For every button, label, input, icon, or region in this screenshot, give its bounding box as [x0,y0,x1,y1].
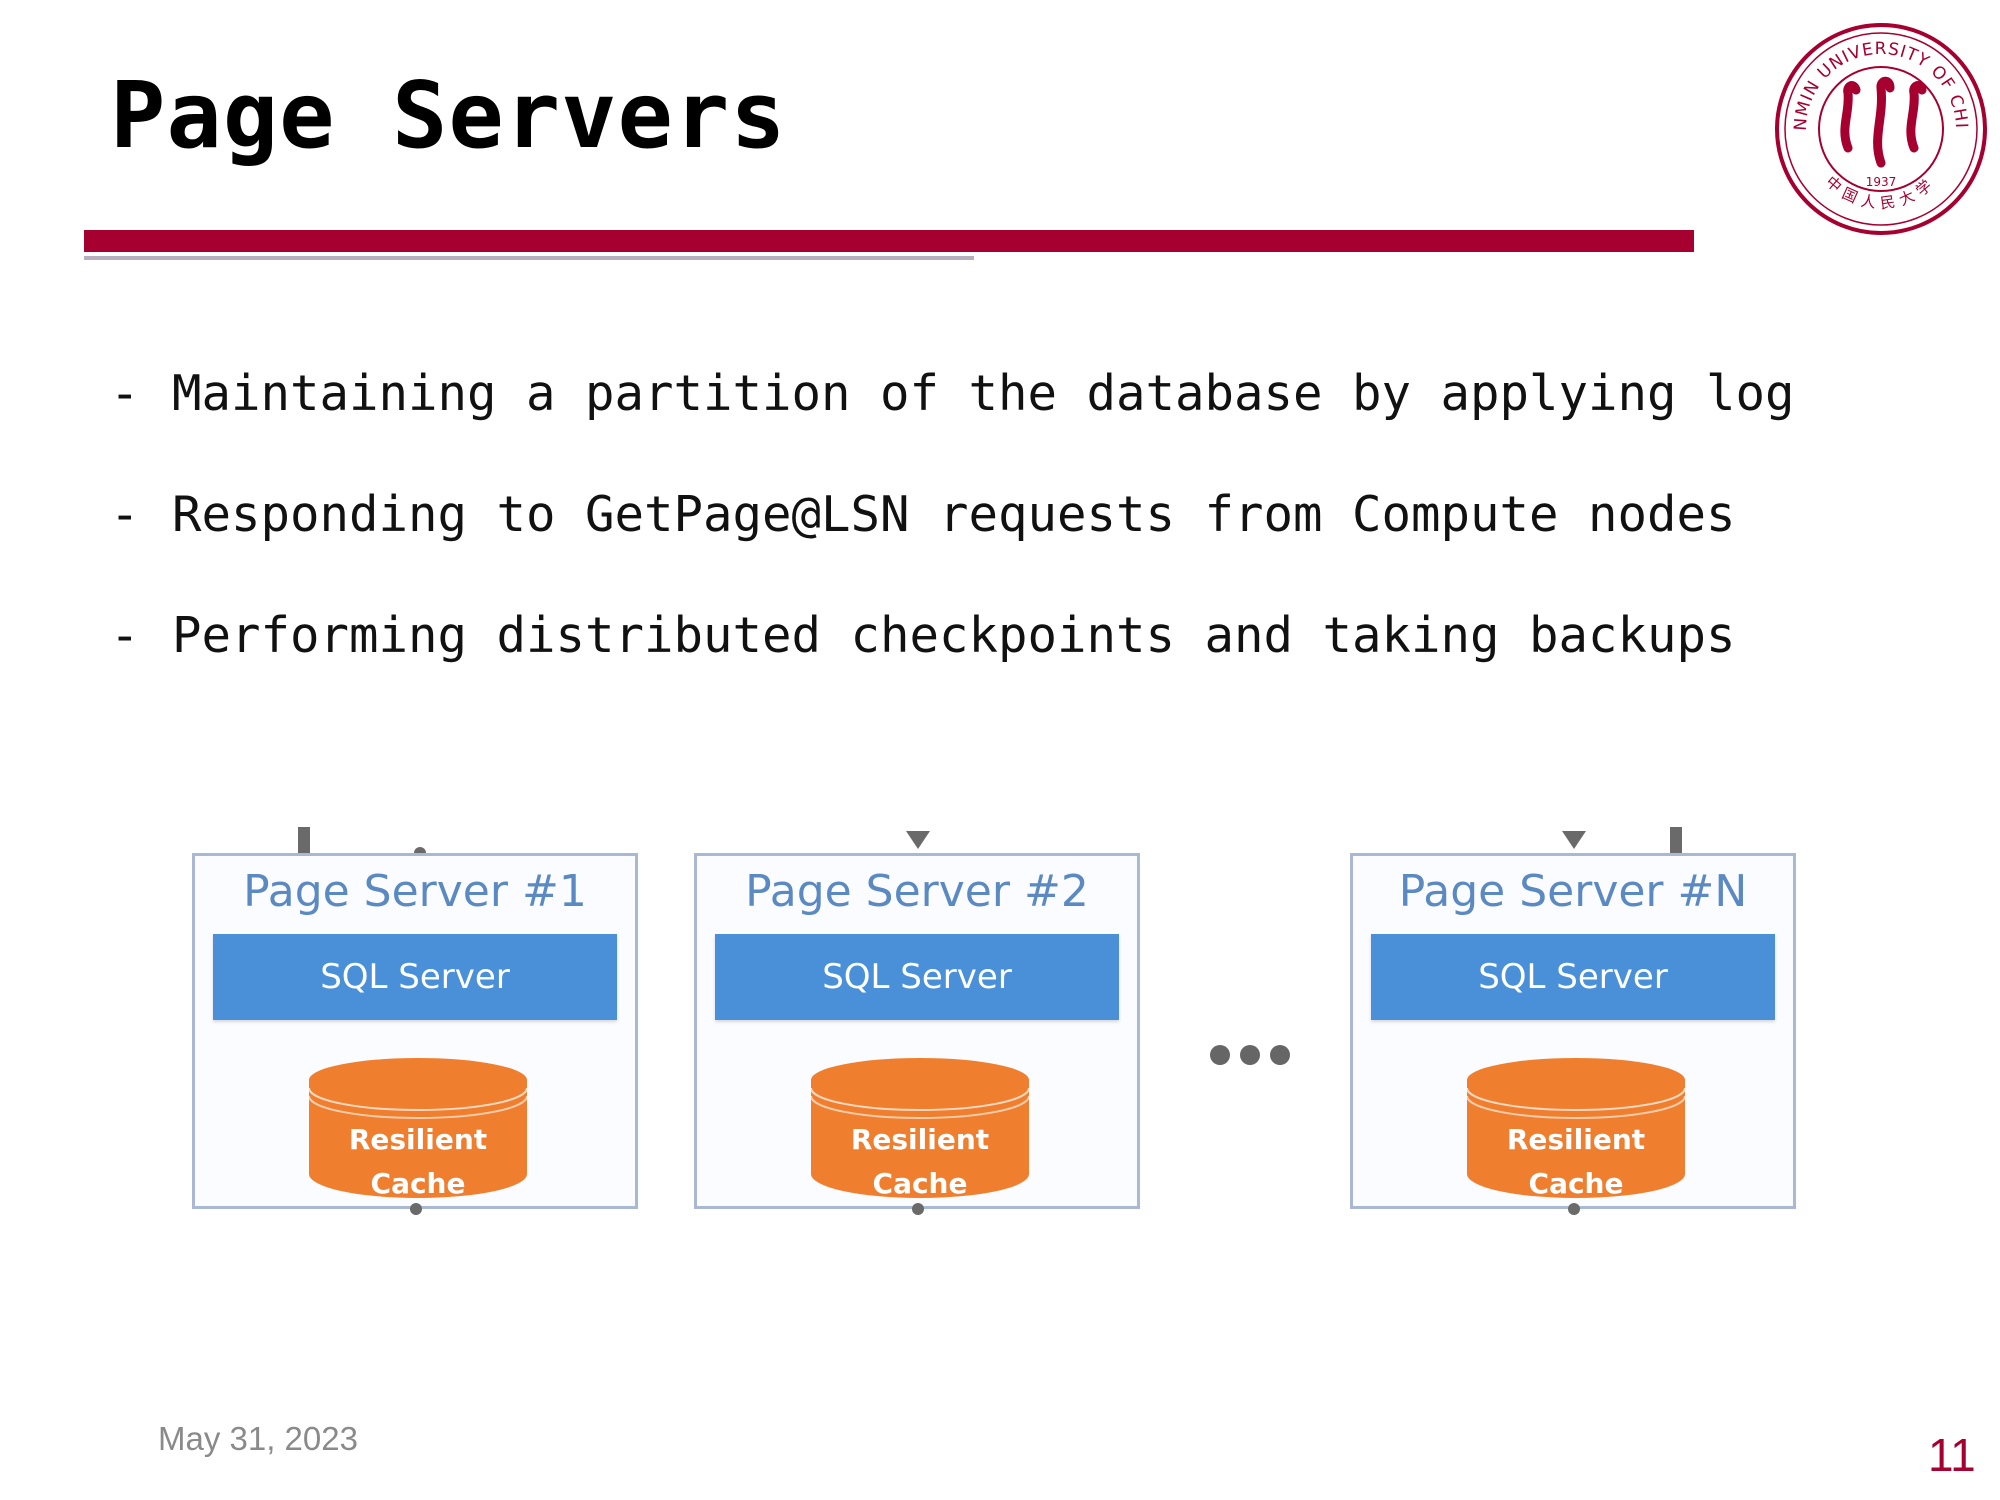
cache-label-line1: Resilient [850,1123,990,1156]
cache-label-line1: Resilient [348,1123,488,1156]
page-server-box: Page Server #2 SQL Server Resilient Cach… [694,853,1140,1209]
page-server-title: Page Server #1 [243,866,587,917]
bullet-text: Responding to GetPage@LSN requests from … [172,486,1736,543]
cache-label: Resilient Cache [1463,1118,1689,1206]
bullet-text: Performing distributed checkpoints and t… [172,607,1736,664]
sql-server-bar: SQL Server [213,934,617,1020]
connector-dot [912,1203,924,1215]
seal-year: 1937 [1866,175,1897,189]
ellipsis-dot [1270,1045,1290,1065]
cache-label-line1: Resilient [1506,1123,1646,1156]
cache-cylinder-icon [1466,1058,1686,1198]
arrow-down-icon [906,831,930,849]
connector-stub [298,827,310,855]
bullet-text: Maintaining a partition of the database … [172,365,1795,422]
renmin-university-seal-icon: RENMIN UNIVERSITY OF CHINA 中国人民大学 1937 [1770,18,1987,235]
ellipsis-icon [1210,1045,1290,1065]
page-server-title: Page Server #2 [745,866,1089,917]
bullet-item: - Performing distributed checkpoints and… [110,607,1795,728]
cache-label-line2: Cache [872,1167,968,1200]
bullet-marker: - [110,365,140,422]
connector-stub [1670,827,1682,855]
arrow-down-icon [1562,831,1586,849]
cache-label-line2: Cache [1528,1167,1624,1200]
connector-dot [410,1203,422,1215]
page-server-box: Page Server #1 SQL Server Resilient Cach… [192,853,638,1209]
page-server-box: Page Server #N SQL Server Resilient Cach… [1350,853,1796,1209]
cache-label: Resilient Cache [807,1118,1033,1206]
page-server-title: Page Server #N [1398,866,1748,917]
bullet-item: - Responding to GetPage@LSN requests fro… [110,486,1795,607]
bullet-list: - Maintaining a partition of the databas… [110,365,1795,728]
page-server-diagram: Page Server #1 SQL Server Resilient Cach… [180,825,1820,1245]
cache-cylinder-icon [810,1058,1030,1198]
bullet-marker: - [110,486,140,543]
cache-label: Resilient Cache [305,1118,531,1206]
bullet-item: - Maintaining a partition of the databas… [110,365,1795,486]
bullet-marker: - [110,607,140,664]
sql-server-bar: SQL Server [715,934,1119,1020]
page-number: 11 [1928,1429,1976,1481]
title-underline-gray [84,256,974,260]
cache-cylinder-icon [308,1058,528,1198]
connector-dot [1568,1203,1580,1215]
ellipsis-dot [1210,1045,1230,1065]
slide-title: Page Servers [110,62,787,169]
cache-label-line2: Cache [370,1167,466,1200]
footer-date: May 31, 2023 [158,1420,358,1457]
title-underline-red [84,230,1694,252]
sql-server-bar: SQL Server [1371,934,1775,1020]
ellipsis-dot [1240,1045,1260,1065]
